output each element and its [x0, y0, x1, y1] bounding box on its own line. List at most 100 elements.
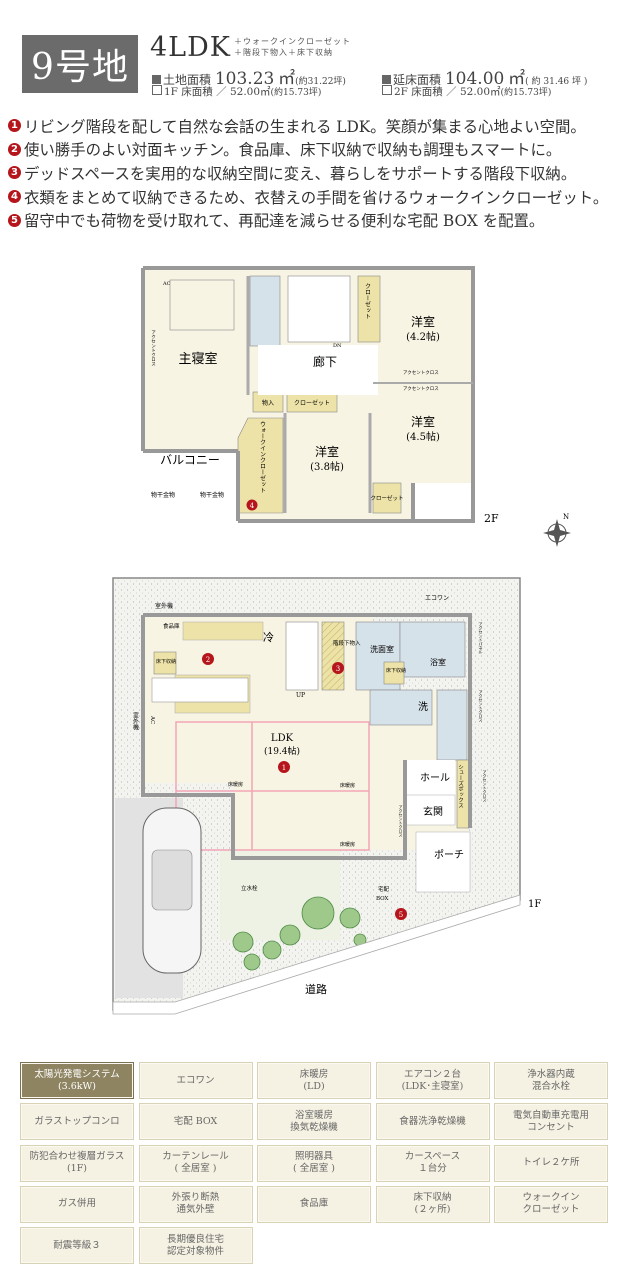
land-area-tsubo: (約31.22坪)	[295, 77, 346, 87]
bathroom-label: 浴室	[430, 657, 446, 667]
hall-label: ホール	[420, 772, 450, 784]
empty-square-icon	[152, 85, 162, 95]
number-marker: 5	[8, 213, 21, 227]
equipment-item: 防犯合わせ複層ガラス (1F)	[20, 1144, 134, 1182]
storage-label: 物入	[262, 399, 274, 407]
total-floor-area-label: 延床面積	[393, 73, 442, 87]
equipment-item: 食器洗浄乾燥機	[375, 1103, 490, 1141]
number-marker: 1	[8, 119, 21, 133]
total-floor-area-unit: ㎡	[508, 69, 526, 89]
floor1-area: 1F 床面積 ／ 52.00㎡(約15.73坪)	[152, 84, 321, 99]
room-size: (4.5帖)	[406, 430, 440, 443]
land-area-label: 土地面積	[163, 73, 212, 87]
accent-cloth-label: アクセントクロス	[479, 690, 484, 723]
equipment-item: エコワン	[138, 1062, 253, 1099]
delivery-box-label: BOX	[376, 896, 389, 902]
floor-heating-label: 床暖房	[228, 781, 243, 788]
number-marker-text: 2	[206, 656, 210, 664]
porch-label: ポーチ	[434, 849, 464, 861]
washroom-label: 洗面室	[370, 644, 394, 654]
equipment-item: 耐震等級３	[20, 1227, 134, 1265]
ac-label: AC	[149, 715, 155, 724]
total-floor-area-tsubo: ( 約 31.46 坪 )	[525, 77, 588, 87]
equipment-item: 浴室暖房 換気乾燥機	[257, 1103, 371, 1141]
number-marker-text: 1	[282, 764, 286, 772]
equipment-item: 床下収納 (２ヶ所)	[375, 1185, 490, 1223]
equipment-item: 宅配 BOX	[138, 1103, 253, 1141]
number-marker: 2	[8, 142, 21, 156]
plan-2f: 主寝室 廊下 洋室 (4.2帖) 洋室 (4.5帖) 洋室 (3.8帖) バルコ…	[141, 266, 499, 525]
equipment-item: カースペース １台分	[375, 1144, 490, 1182]
floor-heating-label: 床暖房	[340, 841, 355, 848]
pantry-label: 食品庫	[163, 622, 180, 630]
stair-storage-label: 階段下物入	[333, 639, 361, 647]
floor1-area-tsubo: (約15.73坪)	[270, 88, 322, 98]
floor-plans: 主寝室 廊下 洋室 (4.2帖) 洋室 (4.5帖) 洋室 (3.8帖) バルコ…	[112, 266, 571, 1015]
outdoor-unit-label: 室外機	[155, 602, 173, 610]
equipment-item: トイレ２ケ所	[494, 1144, 608, 1182]
equipment-item: 長期優良住宅 認定対象物件	[138, 1227, 253, 1265]
room-label-hallway: 廊下	[313, 354, 337, 369]
number-marker-text: 4	[250, 502, 255, 510]
outdoor-unit-label: 室外機	[132, 711, 139, 731]
equipment-item: ガラストップコンロ	[20, 1103, 134, 1141]
feature-text: デッドスペースを実用的な収納空間に変え、暮らしをサポートする階段下収納。	[24, 164, 577, 183]
room-label-western-room: 洋室	[411, 314, 435, 329]
delivery-box-label: 宅配	[378, 885, 390, 893]
closet-label: クローゼット	[370, 494, 403, 502]
underfloor-storage-label: 床下収納	[156, 658, 176, 665]
equipment-item: 外張り断熱 通気外壁	[138, 1185, 253, 1223]
number-marker: 3	[8, 166, 21, 180]
number-marker	[332, 662, 344, 674]
room-size: (4.2帖)	[406, 330, 440, 343]
number-marker	[246, 499, 258, 511]
number-marker-text: 5	[399, 911, 403, 919]
feature-text: リビング階段を配して自然な会話の生まれる LDK。笑顔が集まる心地よい空間。	[24, 117, 586, 136]
floor-heating-label: 床暖房	[340, 782, 355, 789]
room-size: (3.8帖)	[310, 460, 344, 473]
compass-icon: N	[543, 513, 571, 547]
equipment-item: 浄水器内蔵 混合水栓	[494, 1062, 608, 1099]
accent-cloth-label: アクセントクロス	[403, 386, 439, 392]
filled-square-icon	[152, 75, 161, 84]
equipment-item: 照明器具 ( 全居室 )	[257, 1144, 371, 1182]
road-label: 道路	[305, 982, 327, 996]
floor2-area-tsubo: (約15.73坪)	[500, 88, 552, 98]
equipment-item: 電気自動車充電用 コンセント	[494, 1103, 608, 1141]
stairs-up-label: UP	[296, 692, 305, 699]
drying-hardware-label: 物干金物	[151, 491, 175, 499]
ecoone-label: エコワン	[425, 595, 449, 602]
room-label-western-room: 洋室	[411, 414, 435, 429]
land-area-value: 103.23	[214, 69, 275, 89]
equipment-item: カーテンレール ( 全居室 )	[138, 1144, 253, 1182]
number-marker-text: 3	[336, 665, 340, 673]
equipment-item: ガス併用	[20, 1185, 134, 1223]
total-floor-area-value: 104.00	[444, 69, 505, 89]
shoe-box-label: シューズボックス	[457, 764, 464, 808]
equipment-item: エアコン２台 (LDK･主寝室)	[375, 1062, 490, 1099]
closet-label: クローゼット	[294, 399, 330, 407]
tree-icon	[232, 896, 367, 971]
underfloor-storage-label: 床下収納	[386, 667, 406, 674]
layout-note: ＋ウォークインクローゼット	[234, 37, 351, 46]
feature-text: 衣類をまとめて収納できるため、衣替えの手間を省けるウォークインクローゼット。	[24, 188, 609, 207]
fridge-label: 冷	[263, 631, 274, 644]
ac-label: AC	[162, 281, 171, 287]
equipment-item: 床暖房 (LD)	[257, 1062, 371, 1099]
floor2-area-label: 2F 床面積 ／ 52.00㎡	[394, 86, 501, 98]
layout-note: ＋階段下物入＋床下収納	[234, 48, 333, 57]
equipment-item: 太陽光発電システム (3.6kW)	[20, 1062, 134, 1099]
plan-1f: 室外機 室外機 食品庫 冷 床下収納 床下収納 階段下物入 UP 洗面室 浴室 …	[112, 577, 541, 1015]
accent-cloth-label: アクセントクロス	[399, 805, 404, 838]
room-label-master-bedroom: 主寝室	[178, 351, 217, 367]
accent-cloth-label: アクセントクロス	[403, 370, 439, 376]
total-floor-area: 延床面積 104.00 ㎡( 約 31.46 坪 )	[382, 64, 587, 89]
land-area-unit: ㎡	[278, 69, 296, 89]
floor1-area-label: 1F 床面積 ／ 52.00㎡	[164, 86, 271, 98]
entrance-label: 玄関	[423, 805, 443, 818]
equipment-item: 食品庫	[257, 1185, 371, 1223]
floor-label-2f: 2F	[484, 512, 499, 525]
